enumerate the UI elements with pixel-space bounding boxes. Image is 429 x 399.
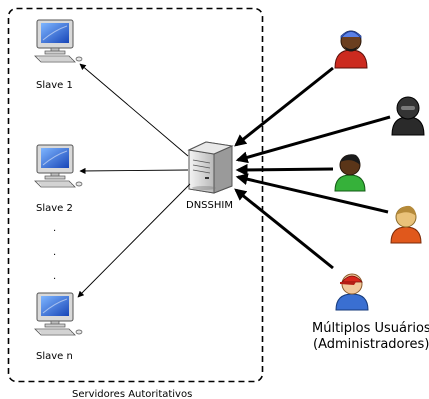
user-icon-green bbox=[334, 154, 366, 192]
arrow-to-slave-n bbox=[77, 183, 191, 298]
user-icon-red-bandana bbox=[334, 30, 368, 69]
arrow-from-user-3 bbox=[235, 163, 334, 176]
user-icon-blue-cap bbox=[335, 273, 369, 311]
ellipsis-dot: . bbox=[53, 271, 56, 282]
user-icon-black-hood bbox=[391, 96, 425, 136]
ellipsis-dot: . bbox=[53, 247, 56, 258]
servers-group-label: Servidores Autoritativos bbox=[72, 389, 192, 399]
slave-1-label: Slave 1 bbox=[36, 80, 73, 91]
slave-n-label: Slave n bbox=[36, 351, 73, 362]
users-label-line-2: (Administradores) bbox=[313, 337, 429, 352]
slave-n-computer-icon bbox=[34, 292, 83, 336]
ellipsis-dot: . bbox=[53, 223, 56, 234]
dnsshim-server-icon bbox=[187, 141, 234, 194]
arrow-from-user-5 bbox=[234, 188, 334, 270]
arrow-from-user-4 bbox=[235, 173, 389, 214]
users-label-line-1: Múltiplos Usuários bbox=[312, 321, 429, 336]
arrow-to-slave-1 bbox=[79, 63, 189, 157]
slave-1-computer-icon bbox=[34, 19, 83, 63]
user-icon-orange bbox=[390, 205, 422, 244]
dnsshim-label: DNSSHIM bbox=[186, 200, 233, 211]
arrow-from-user-1 bbox=[234, 66, 334, 147]
arrow-from-user-2 bbox=[235, 115, 391, 164]
slave-2-computer-icon bbox=[34, 144, 83, 188]
arrow-to-slave-2 bbox=[79, 167, 189, 175]
slave-2-label: Slave 2 bbox=[36, 203, 73, 214]
